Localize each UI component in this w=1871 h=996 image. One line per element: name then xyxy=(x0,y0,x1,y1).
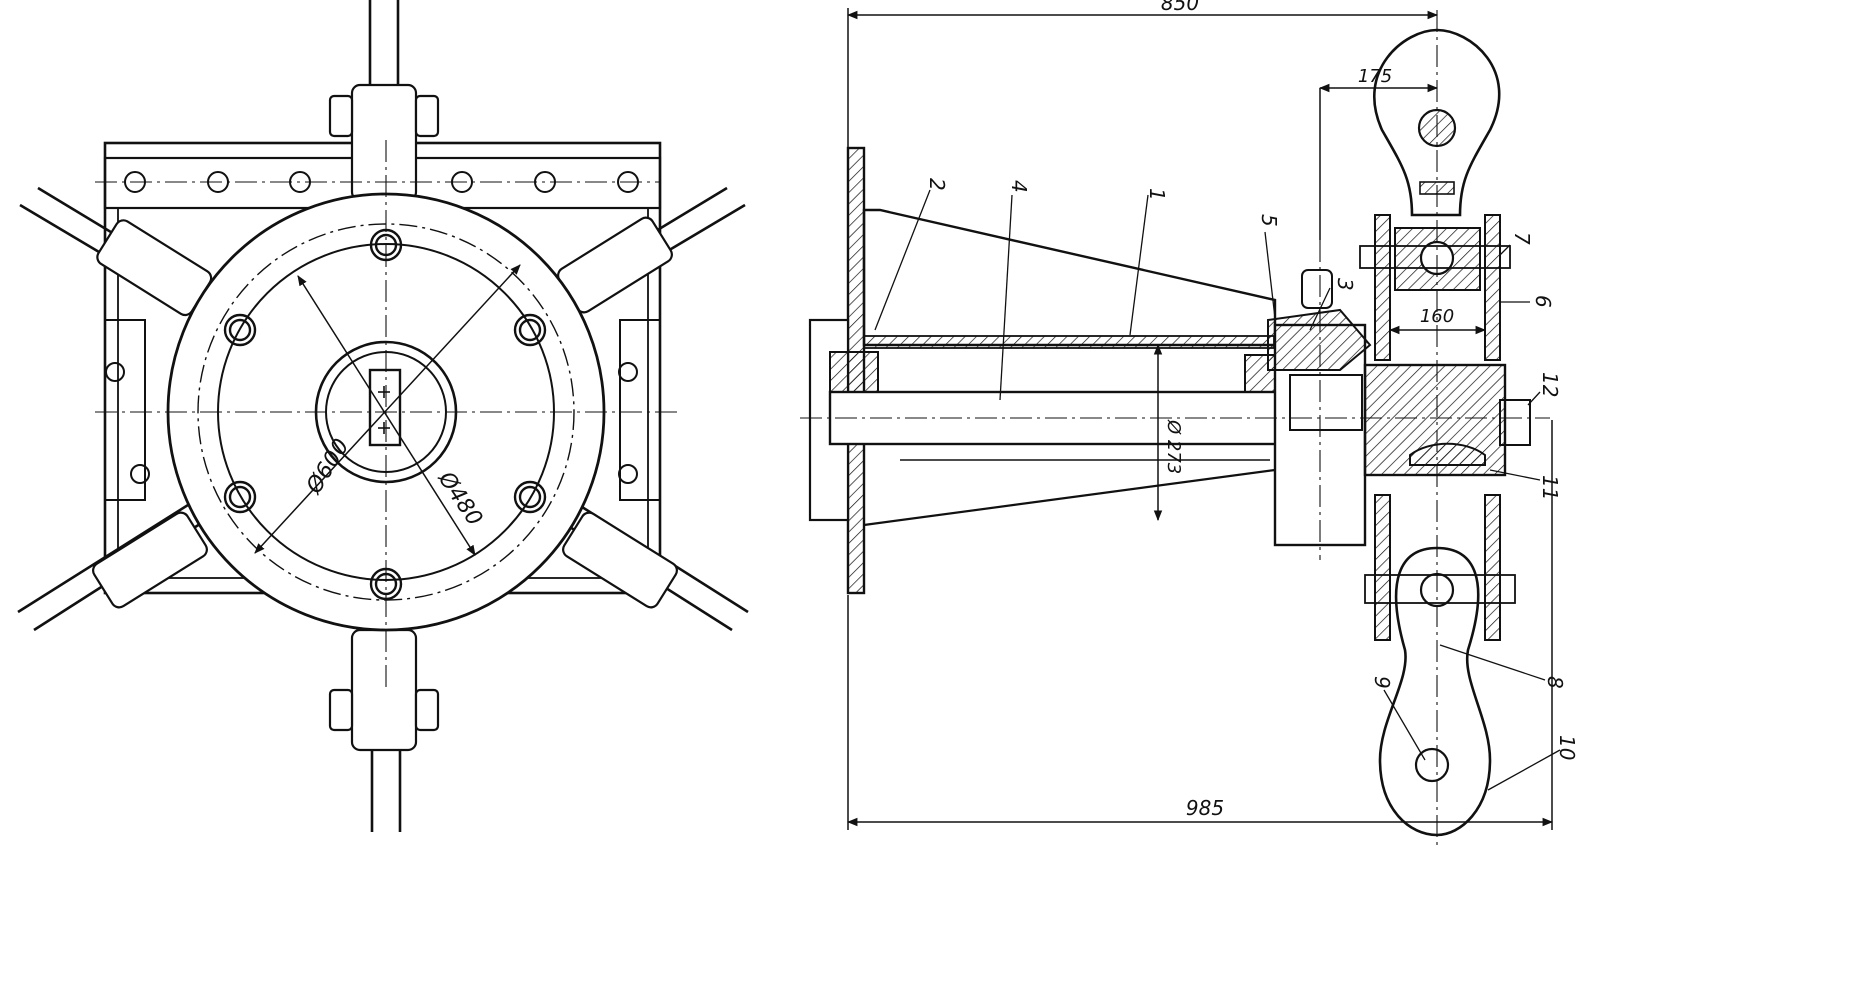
end-nut xyxy=(1499,399,1531,446)
part-label-9: 9 xyxy=(1370,676,1394,689)
part-number-labels: 1 2 3 4 5 6 7 8 9 10 11 12 xyxy=(925,178,1579,760)
bearing-left xyxy=(829,351,879,393)
side-view xyxy=(800,8,1561,850)
left-rail xyxy=(104,319,146,501)
fork-lower-cheek-right xyxy=(1484,494,1501,641)
fork-upper-cheek-right xyxy=(1484,214,1501,361)
front-dimension-lines xyxy=(254,264,521,556)
dim-shaft-273: Ø 273 xyxy=(1163,419,1184,474)
key-11 xyxy=(1409,442,1486,466)
lower-eye-link xyxy=(1378,546,1492,837)
part-label-10: 10 xyxy=(1555,735,1579,760)
side-dimension-lines xyxy=(846,8,1554,830)
pin-bolt-7 xyxy=(1359,245,1511,269)
grease-nipple xyxy=(1301,269,1333,309)
fork-lower-cheek-left xyxy=(1374,494,1391,641)
hub-plug xyxy=(1289,374,1363,431)
hub-block-hatched xyxy=(1267,308,1372,371)
fork-upper-cheek-left xyxy=(1374,214,1391,361)
dim-width-160: 160 xyxy=(1420,306,1454,327)
part-label-1: 1 xyxy=(1145,188,1169,201)
part-label-5: 5 xyxy=(1257,214,1281,227)
part-label-12: 12 xyxy=(1538,372,1562,397)
housing-wall-top xyxy=(863,335,1275,349)
lower-eye-pin xyxy=(1414,747,1450,783)
part-label-6: 6 xyxy=(1531,295,1555,308)
dim-overall-850: 850 xyxy=(1161,0,1199,15)
part-leaders xyxy=(874,189,1561,791)
dim-offset-175: 175 xyxy=(1358,66,1392,87)
side-center-lines xyxy=(800,10,1550,850)
housing-tube xyxy=(862,208,1277,347)
part-label-3: 3 xyxy=(1333,278,1357,291)
right-rail xyxy=(619,319,661,501)
part-label-11: 11 xyxy=(1538,475,1562,500)
part-label-2: 2 xyxy=(925,178,949,191)
dim-overall-985: 985 xyxy=(1186,796,1224,820)
part-label-8: 8 xyxy=(1543,676,1567,689)
front-view xyxy=(17,0,749,832)
part-label-7: 7 xyxy=(1510,232,1534,245)
housing-lower-taper xyxy=(863,468,1276,527)
side-rail-holes xyxy=(105,362,638,484)
part-label-4: 4 xyxy=(1007,180,1031,193)
